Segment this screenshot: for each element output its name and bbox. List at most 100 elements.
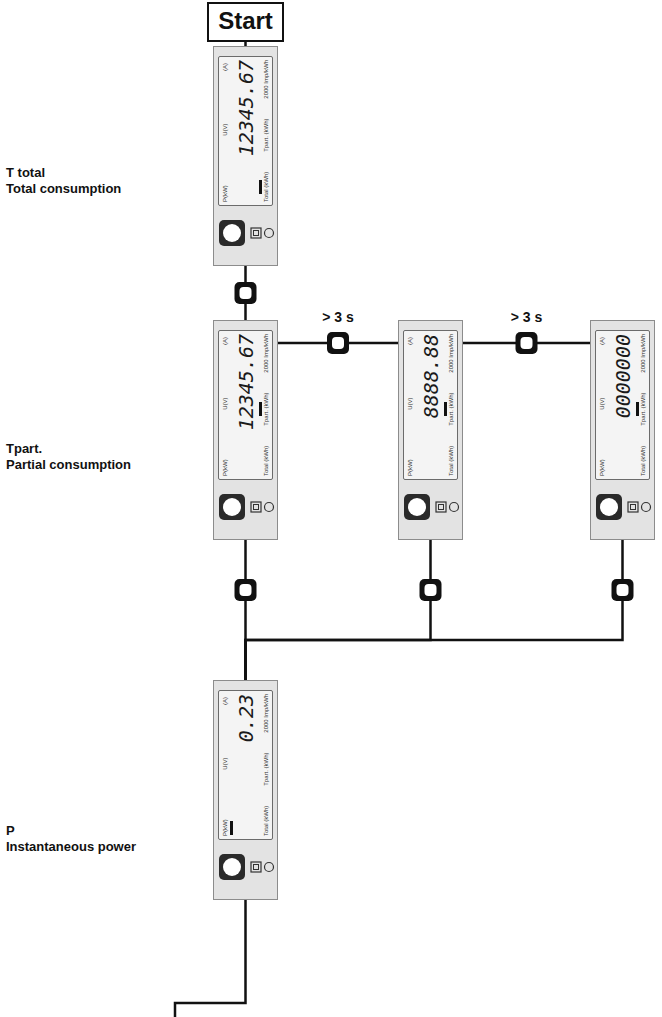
mode-heading: Tpart.Partial consumption xyxy=(6,441,202,473)
unit-label: U(V) xyxy=(407,398,414,410)
lcd-row: P(kW) U(V) (A) xyxy=(222,334,234,476)
unit-label: P(kW) xyxy=(407,459,414,476)
indicator-bar xyxy=(230,334,233,348)
lcd-row: Total (kWh)Tpart. (kWh)2000 Imp/kWh xyxy=(635,334,647,476)
unit-indicator: (A) xyxy=(407,334,419,348)
double-insulation-symbol xyxy=(436,502,446,512)
lcd-value: 8888.88 xyxy=(420,334,442,476)
double-insulation-symbol xyxy=(251,228,261,238)
lcd-row: P(kW)U(V)(A) xyxy=(222,60,234,202)
unit-indicator: U(V) xyxy=(599,397,611,411)
indicator-bar xyxy=(259,814,262,828)
unit-indicator: (A) xyxy=(599,334,611,348)
meter-controls xyxy=(214,491,277,531)
meter-button xyxy=(219,220,245,246)
unit-label: P(kW) xyxy=(222,185,229,202)
meter-button xyxy=(404,494,430,520)
seal-symbol xyxy=(265,229,274,238)
double-insulation-symbol xyxy=(251,502,261,512)
press-button-symbol xyxy=(516,332,538,354)
press-button-symbol xyxy=(612,579,634,601)
indicator-bar xyxy=(259,346,262,360)
unit-label: 2000 Imp/kWh xyxy=(263,60,270,99)
lcd-value: 0000000 xyxy=(612,334,634,476)
indicator-bar xyxy=(230,694,233,708)
double-insulation-symbol xyxy=(251,862,261,872)
lcd-content: P(kW)U(V)(A)8888.88Total (kWh)Tpart. (kW… xyxy=(405,330,457,480)
unit-indicator: Tpart. (kWh) xyxy=(258,393,270,426)
indicator-bar xyxy=(415,334,418,348)
lcd-value: 12345.67 xyxy=(235,60,257,202)
unit-label: (A) xyxy=(222,63,229,71)
unit-label: 2000 Imp/kWh xyxy=(263,694,270,733)
heading-text: P xyxy=(6,823,202,839)
meter-button-face xyxy=(223,224,241,242)
meter-controls xyxy=(214,851,277,891)
energy-meter: Tpart.Partial consumptionP(kW)U(V)(A)123… xyxy=(213,320,278,540)
indicator-bar xyxy=(444,346,447,360)
unit-label: Tpart. (kWh) xyxy=(263,393,270,426)
heading-text: Instantaneous power xyxy=(6,839,202,855)
lcd-content: P(kW)U(V)(A)0.23Total (kWh)Tpart. (kWh)2… xyxy=(220,690,272,840)
unit-indicator: Total (kWh) xyxy=(635,446,647,476)
meter-button xyxy=(219,494,245,520)
lcd-value: 12345.67 xyxy=(235,334,257,476)
start-label: Start xyxy=(218,7,273,35)
meter-button-face xyxy=(408,498,426,516)
heading-text: T total xyxy=(6,165,202,181)
unit-indicator: P(kW) xyxy=(222,819,234,836)
unit-label: U(V) xyxy=(222,758,229,770)
press-button-symbol xyxy=(235,579,257,601)
unit-label: (A) xyxy=(222,337,229,345)
indicator-bar xyxy=(259,180,262,194)
unit-indicator: Total (kWh) xyxy=(258,446,270,476)
unit-indicator: U(V) xyxy=(407,397,419,411)
indicator-bar xyxy=(230,123,233,137)
energy-meter: T totalTotal consumptionP(kW)U(V)(A)1234… xyxy=(213,46,278,266)
lcd-row: Total (kWh) Tpart. (kWh) 2000 Imp/kWh xyxy=(258,334,270,476)
unit-label: U(V) xyxy=(599,398,606,410)
lcd-row: Total (kWh)Tpart. (kWh)2000 Imp/kWh xyxy=(443,334,455,476)
indicator-bar xyxy=(636,346,639,360)
unit-indicator: 2000 Imp/kWh xyxy=(258,334,270,373)
meter-controls xyxy=(214,217,277,257)
indicator-bar xyxy=(259,72,262,86)
unit-indicator: (A) xyxy=(222,60,234,74)
mode-heading: T totalTotal consumption xyxy=(6,165,202,197)
indicator-bar xyxy=(444,402,447,416)
unit-indicator: U(V) xyxy=(222,757,234,771)
unit-label: P(kW) xyxy=(222,459,229,476)
meter-controls xyxy=(399,491,462,531)
indicator-bar xyxy=(259,706,262,720)
indicator-bar xyxy=(607,397,610,411)
hold-time-label: > 3 s xyxy=(509,309,545,325)
hold-time-label: > 3 s xyxy=(320,309,356,325)
energy-meter: P(kW)U(V)(A)0000000Total (kWh)Tpart. (kW… xyxy=(590,320,655,540)
unit-indicator: 2000 Imp/kWh xyxy=(443,334,455,373)
indicator-bar xyxy=(259,454,262,468)
indicator-bar xyxy=(444,454,447,468)
unit-indicator: P(kW) xyxy=(407,459,419,476)
unit-label: U(V) xyxy=(222,398,229,410)
seal-symbol xyxy=(642,503,651,512)
indicator-bar xyxy=(259,402,262,416)
unit-label: Tpart. (kWh) xyxy=(263,753,270,786)
exit-line xyxy=(175,900,246,1017)
indicator-bar xyxy=(415,397,418,411)
meter-button-face xyxy=(223,858,241,876)
unit-indicator: (A) xyxy=(222,694,234,708)
unit-indicator: Tpart. (kWh) xyxy=(443,393,455,426)
lcd-value: 0.23 xyxy=(235,694,257,836)
lcd-row: Total (kWh)Tpart. (kWh)2000 Imp/kWh xyxy=(258,694,270,836)
indicator-bar xyxy=(230,60,233,74)
double-insulation-symbol xyxy=(628,502,638,512)
meter-button-face xyxy=(600,498,618,516)
unit-label: Tpart. (kWh) xyxy=(448,393,455,426)
double-insulation-symbol xyxy=(254,865,259,870)
flow-line xyxy=(246,540,623,680)
indicator-bar xyxy=(230,187,233,201)
indicator-bar xyxy=(636,402,639,416)
heading-text: Total consumption xyxy=(6,181,202,197)
meter-controls xyxy=(591,491,654,531)
